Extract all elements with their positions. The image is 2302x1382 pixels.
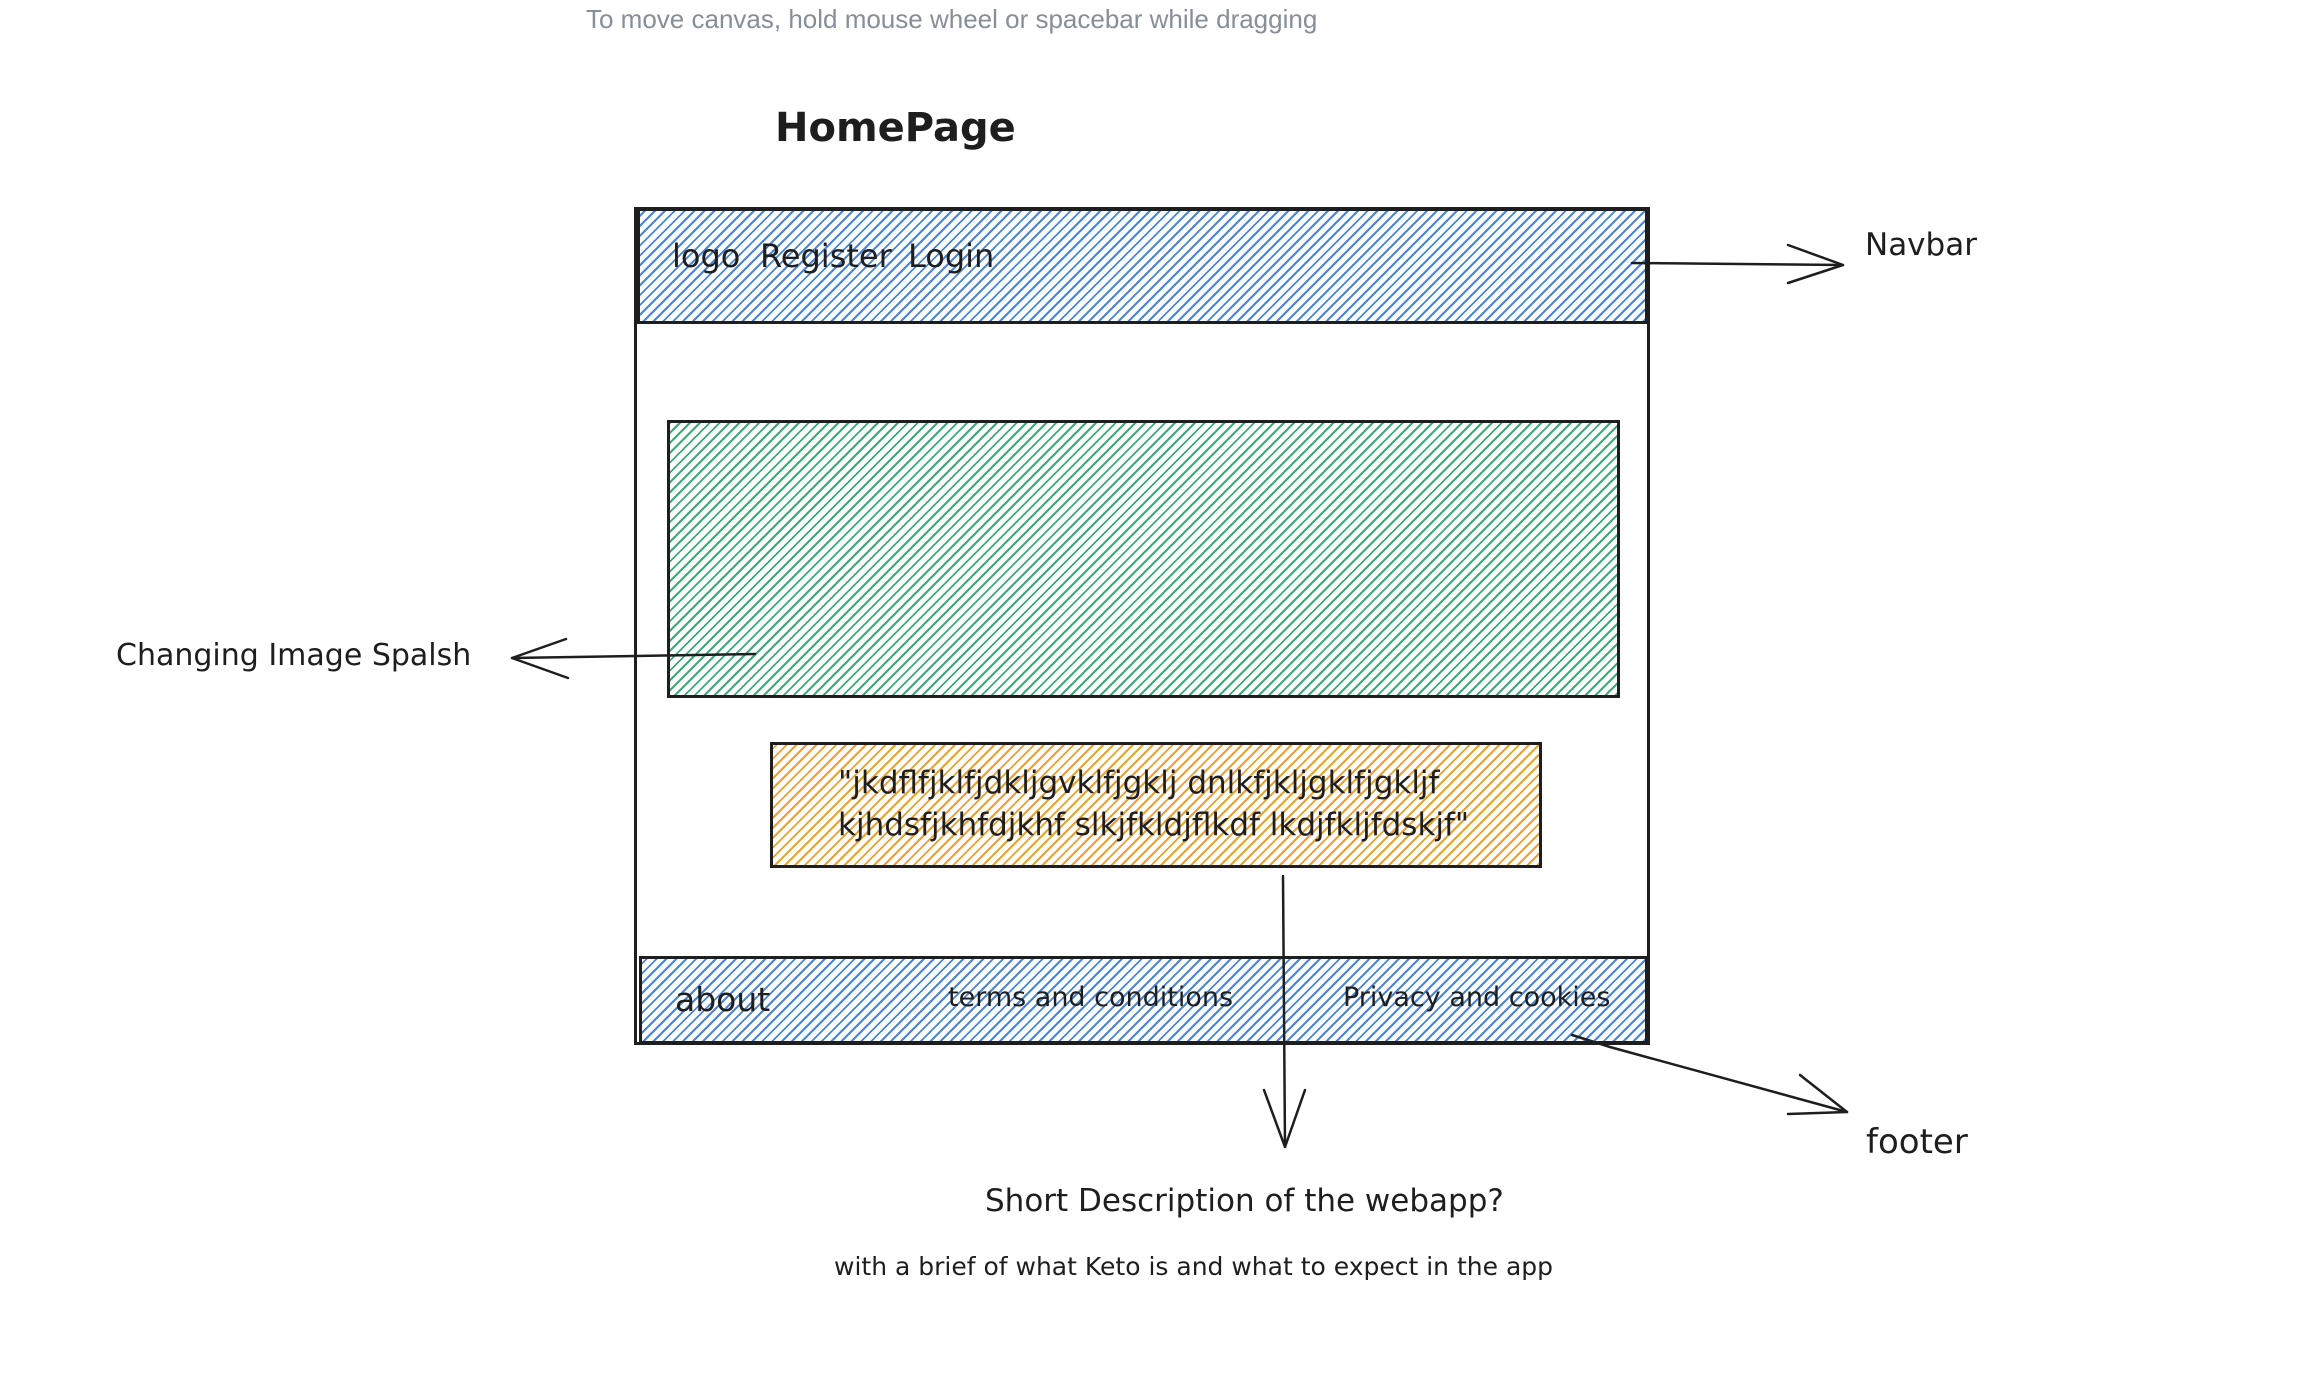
footer-privacy-text: Privacy and cookies [1343, 982, 1611, 1013]
footer-arrow [1570, 1033, 1849, 1114]
footer-terms-text: terms and conditions [948, 982, 1234, 1013]
navbar-logo-text: logo [672, 237, 741, 275]
canvas-hint: To move canvas, hold mouse wheel or spac… [586, 4, 1318, 34]
footer-box[interactable] [639, 956, 1648, 1044]
image-splash-box[interactable] [667, 420, 1620, 698]
footer-about-text: about [675, 980, 771, 1019]
page-title: HomePage [775, 105, 1016, 151]
navbar-annotation: Navbar [1865, 227, 1977, 263]
footer-arrow-head [1786, 1073, 1849, 1116]
splash-arrow-head [510, 637, 570, 680]
homepage-frame[interactable] [634, 207, 1650, 1045]
description-arrow-head [1262, 1088, 1307, 1149]
description-box[interactable] [770, 742, 1542, 868]
footer-annotation: footer [1866, 1122, 1968, 1162]
navbar-arrow-head [1786, 243, 1845, 285]
navbar-arrow [1630, 261, 1845, 267]
navbar-login-text: Login [908, 237, 995, 275]
description-line-1: "jkdflfjklfjdkljgvklfjgklj dnlkfjkljgklf… [838, 765, 1440, 801]
description-annotation-title: Short Description of the webapp? [985, 1183, 1504, 1219]
navbar-register-text: Register [760, 237, 892, 275]
splash-annotation: Changing Image Spalsh [116, 638, 472, 673]
description-annotation-detail: with a brief of what Keto is and what to… [834, 1252, 1554, 1281]
description-line-2: kjhdsfjkhfdjkhf slkjfkldjflkdf lkdjfkljf… [838, 807, 1470, 843]
